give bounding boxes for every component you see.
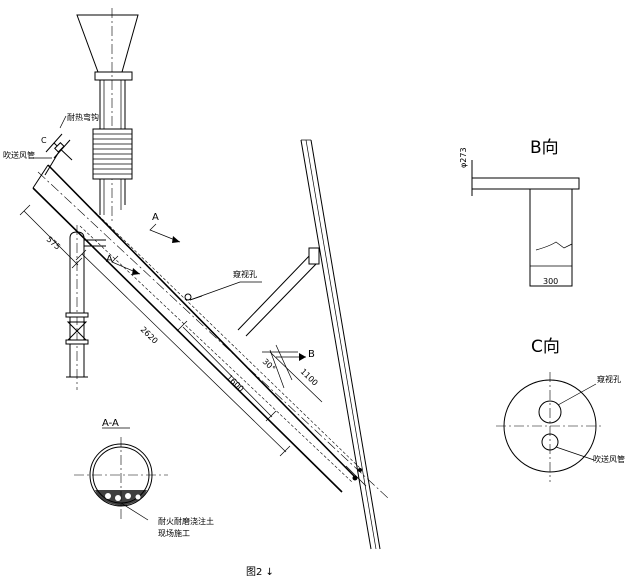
blow-pipe-label: 吹送风管 [3, 150, 35, 160]
peephole-c-label: 窥视孔 [597, 374, 621, 384]
dim-300-label: 300 [543, 277, 558, 286]
dim-2620-label: 2620 [139, 325, 160, 346]
marker-c: C [41, 136, 47, 145]
chute-exit [345, 465, 367, 487]
heat-elbow-label: 耐热弯钩 [67, 112, 99, 122]
inclined-chute [32, 142, 389, 499]
dim-1600-label: 1600 [225, 373, 246, 394]
view-b: B向 300 φ273 [459, 138, 580, 287]
feed-pipe-vertical [99, 8, 126, 222]
view-c: C向 窥视孔 吹送风管 [496, 337, 625, 482]
dim-1100-label: 1100 [299, 367, 320, 388]
view-c-title: C向 [531, 337, 560, 357]
angle-30-label: 30° [261, 357, 277, 373]
section-aa-title: A-A [102, 418, 119, 429]
marker-a-lower: A [106, 254, 113, 265]
dimension-575: 575 [19, 204, 83, 269]
feed-hopper [76, 14, 139, 81]
view-b-title: B向 [530, 138, 559, 158]
peephole-main: 窥视孔 [184, 269, 262, 301]
refractory-note-2: 现场施工 [158, 528, 190, 538]
view-marker-b: B [276, 349, 315, 361]
section-marker-a-upper: A [149, 212, 181, 243]
support-strut [237, 247, 320, 337]
peephole-main-label: 窥视孔 [233, 269, 257, 279]
angle-30deg: 30° [261, 344, 298, 389]
dim-575-label: 575 [45, 235, 62, 252]
dimension-1600: 1600 [176, 320, 277, 422]
section-marker-a-lower: A [106, 254, 141, 275]
dim-phi273-label: φ273 [459, 147, 468, 168]
blow-pipe-c-label: 吹送风管 [593, 454, 625, 464]
side-air-pipe [65, 225, 106, 390]
section-aa: A-A 耐火耐磨浇注土 现场施工 [74, 418, 214, 538]
blow-pipe-elbow [34, 115, 71, 159]
kiln-wall [300, 139, 381, 550]
marker-a-upper: A [152, 212, 159, 223]
expansion-bellows [92, 128, 133, 180]
marker-b: B [308, 349, 315, 360]
gate-valve [65, 321, 89, 345]
refractory-note-1: 耐火耐磨浇注土 [158, 516, 214, 526]
figure-caption: 图2 ↓ [246, 566, 274, 578]
